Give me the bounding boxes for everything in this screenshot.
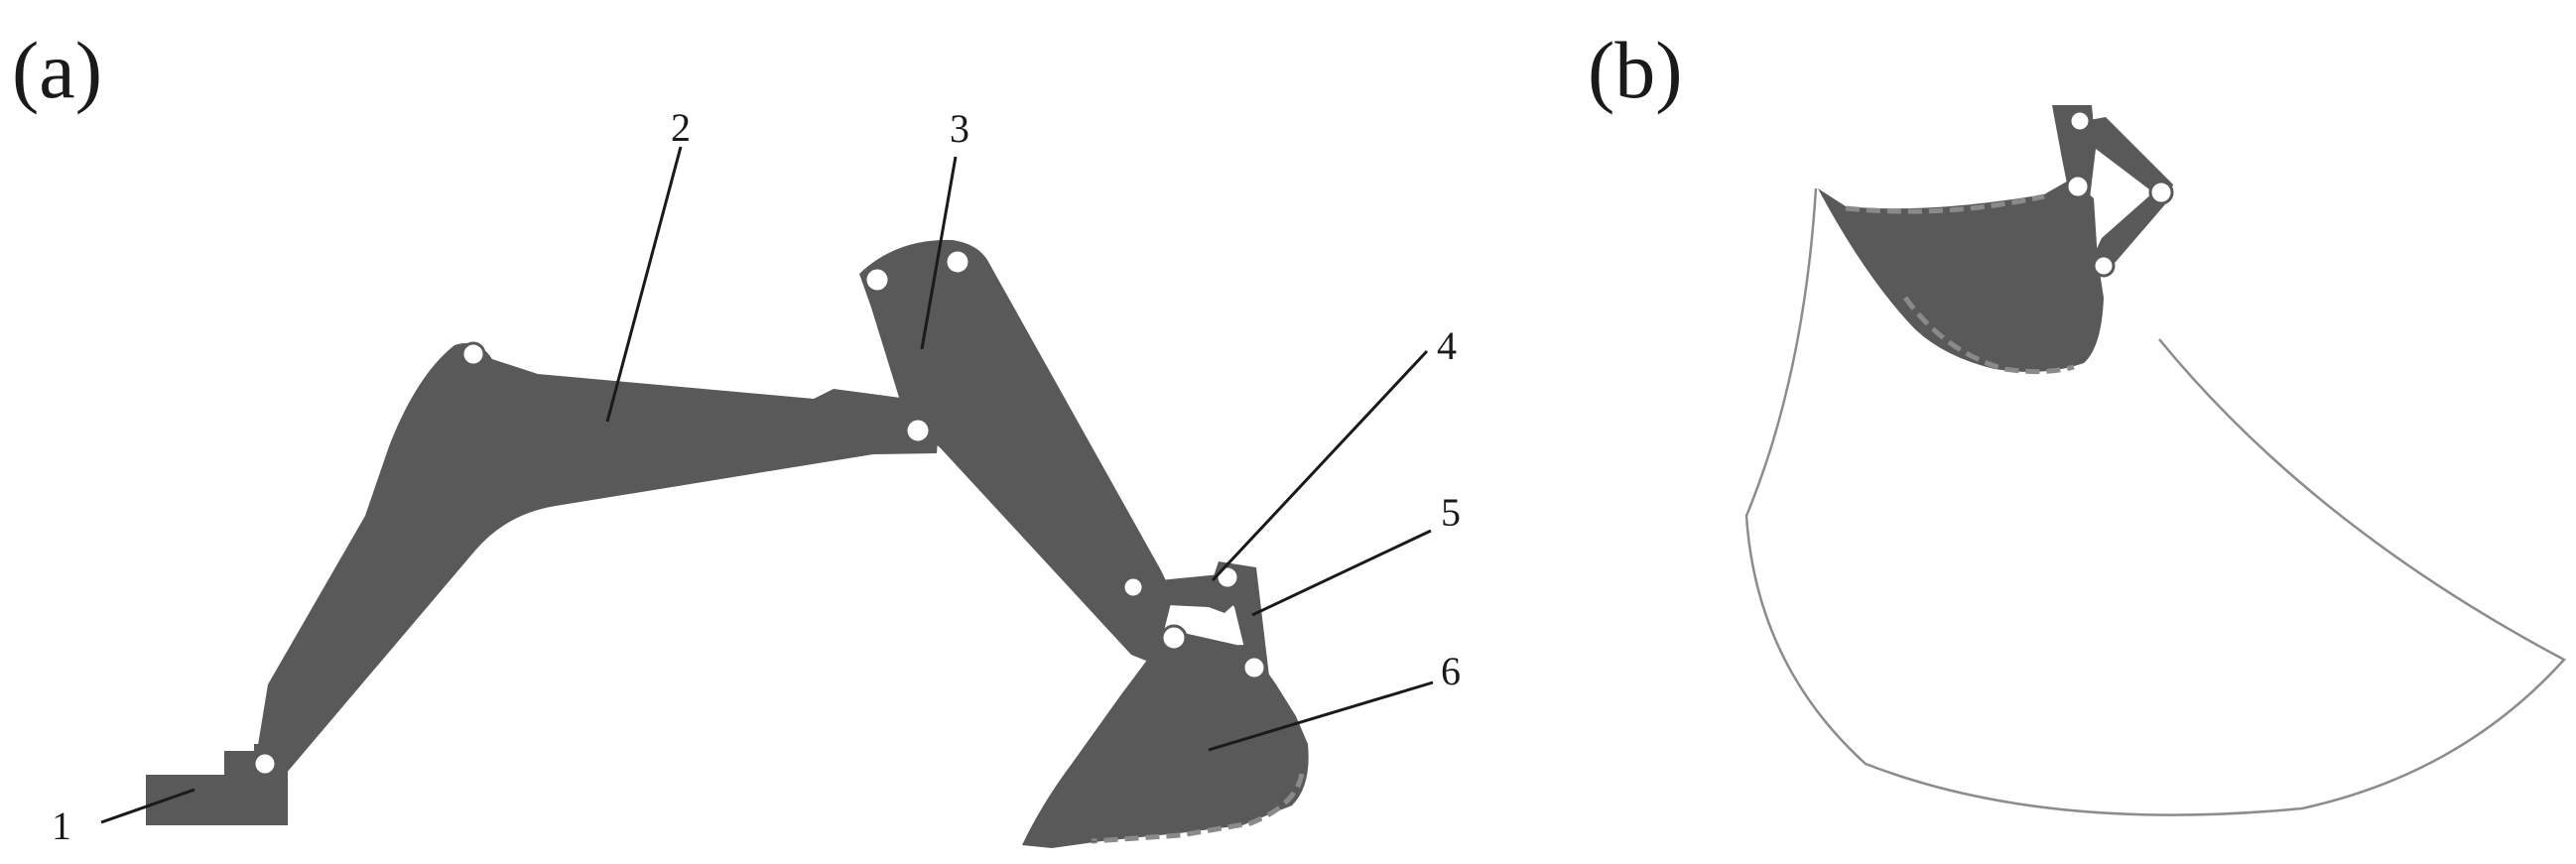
- link-part-4: [1129, 573, 1244, 613]
- bucket-part-6: [1022, 645, 1309, 845]
- pin-rocker-bucket: [1241, 655, 1267, 680]
- pin-b-top: [2068, 109, 2092, 133]
- leader-2: [605, 146, 683, 423]
- pin-link-right: [1215, 564, 1240, 590]
- panel-a: (a) 1 2 3: [12, 25, 1461, 848]
- panel-a-label: (a): [12, 25, 102, 115]
- pin-base-boom: [252, 751, 278, 777]
- part-label-3: 3: [950, 106, 969, 151]
- leader-1: [100, 788, 195, 824]
- pin-boom-cylinder: [460, 341, 486, 367]
- leader-6: [1208, 680, 1434, 752]
- part-label-1: 1: [52, 803, 71, 848]
- leader-3: [920, 156, 958, 350]
- pin-b-right: [2148, 180, 2174, 205]
- stick-part-3: [859, 239, 1173, 667]
- pin-stick-top-right: [944, 248, 971, 276]
- bucket-teeth-edge: [1091, 773, 1305, 844]
- link-b: [2084, 117, 2173, 276]
- part-label-6: 6: [1441, 649, 1461, 693]
- panel-b: (b): [1588, 25, 2567, 816]
- pin-boom-stick: [904, 417, 932, 444]
- leader-5: [1251, 529, 1432, 617]
- digging-envelope: [1744, 187, 2567, 816]
- base-part-1: [146, 744, 288, 825]
- part-label-5: 5: [1441, 490, 1461, 535]
- pin-b-lower: [2092, 254, 2116, 278]
- panel-b-label: (b): [1588, 25, 1683, 115]
- bucket-tip: [1022, 839, 1101, 848]
- part-label-2: 2: [671, 105, 691, 150]
- boom-part-2: [250, 342, 939, 794]
- bucket-b-teeth-edge: [1902, 296, 2075, 375]
- pin-b-mid-left: [2065, 174, 2091, 199]
- bucket-b: [1818, 179, 2104, 372]
- part-label-4: 4: [1437, 323, 1457, 368]
- leader-4: [1211, 349, 1429, 582]
- pin-stick-bucket: [1160, 624, 1188, 652]
- pin-stick-top-left: [863, 266, 891, 294]
- rocker-part-5: [1213, 561, 1270, 684]
- pin-link-left: [1121, 575, 1145, 599]
- bucket-b-top-edge: [1845, 193, 2045, 214]
